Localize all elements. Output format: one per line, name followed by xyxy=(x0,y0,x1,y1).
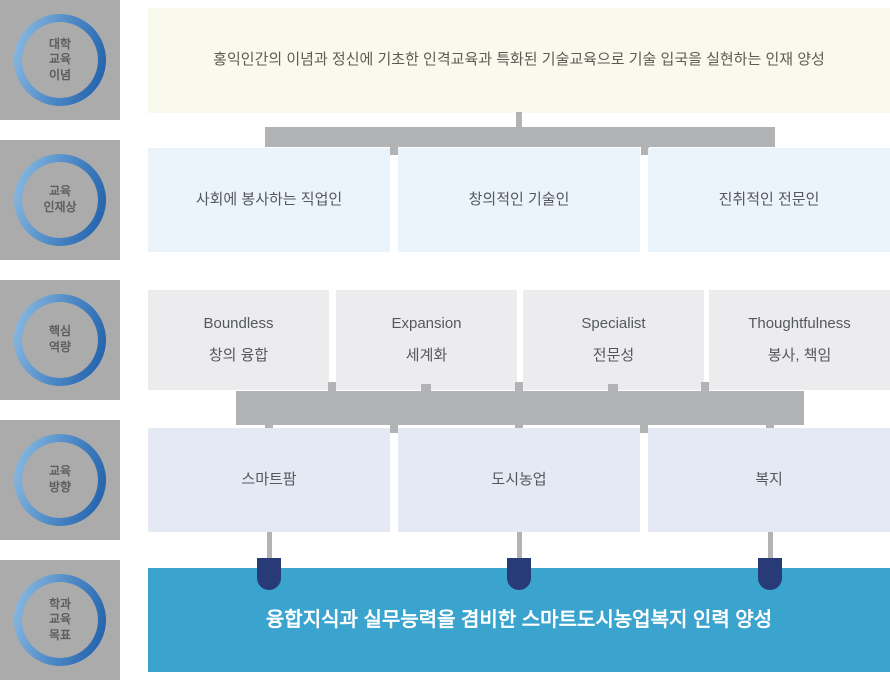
badge-core-competency: 핵심 역량 xyxy=(0,280,120,400)
badge-label: 교육 인재상 xyxy=(43,184,77,214)
connector-stub xyxy=(515,382,523,392)
connector-stub xyxy=(608,384,618,392)
circle-badge: 교육 방향 xyxy=(14,434,106,526)
competency-box-1: Boundless 창의 융합 xyxy=(148,290,329,390)
competency-box-2: Expansion 세계화 xyxy=(336,290,517,390)
badge-label: 핵심 역량 xyxy=(48,324,72,354)
competency-ko: 창의 융합 xyxy=(208,347,269,364)
connector-center-stub xyxy=(516,112,522,128)
talent-box-3: 진취적인 전문인 xyxy=(648,148,890,252)
badge-department-goal: 학과 교육 목표 xyxy=(0,560,120,680)
arrow-line xyxy=(768,532,773,562)
connector-stub xyxy=(641,147,649,155)
circle-badge: 핵심 역량 xyxy=(14,294,106,386)
connector-bar-2 xyxy=(236,391,804,425)
goal-text: 융합지식과 실무능력을 겸비한 스마트도시농업복지 인력 양성 xyxy=(265,609,773,631)
talent-text: 사회에 봉사하는 직업인 xyxy=(195,190,343,208)
specialization-text: 도시농업 xyxy=(491,470,547,488)
connector-bar-1 xyxy=(265,127,775,147)
competency-en: Specialist xyxy=(581,314,646,332)
arrow-down-icon xyxy=(257,558,281,590)
connector-stub xyxy=(328,382,336,392)
badge-talent-model: 교육 인재상 xyxy=(0,140,120,260)
arrow-line xyxy=(267,532,272,562)
talent-box-2: 창의적인 기술인 xyxy=(398,148,640,252)
competency-box-4: Thoughtfulness 봉사, 책임 xyxy=(709,290,890,390)
specialization-text: 스마트팜 xyxy=(241,470,297,488)
competency-ko: 봉사, 책임 xyxy=(767,347,832,364)
competency-box-3: Specialist 전문성 xyxy=(523,290,704,390)
circle-badge: 대학 교육 이념 xyxy=(14,14,106,106)
badge-label: 교육 방향 xyxy=(48,464,72,494)
competency-en: Thoughtfulness xyxy=(748,314,851,332)
specialization-box-2: 도시농업 xyxy=(398,428,640,532)
talent-text: 진취적인 전문인 xyxy=(718,190,820,208)
badge-education-ideology: 대학 교육 이념 xyxy=(0,0,120,120)
arrow-down-icon xyxy=(507,558,531,590)
connector-stub xyxy=(390,147,398,155)
talent-box-1: 사회에 봉사하는 직업인 xyxy=(148,148,390,252)
connector-stub xyxy=(701,382,709,392)
competency-ko: 전문성 xyxy=(592,347,635,364)
philosophy-box: 홍익인간의 이념과 정신에 기초한 인격교육과 특화된 기술교육으로 기술 입국… xyxy=(148,8,890,113)
specialization-box-1: 스마트팜 xyxy=(148,428,390,532)
competency-ko: 세계화 xyxy=(405,347,448,364)
specialization-box-3: 복지 xyxy=(648,428,890,532)
arrow-line xyxy=(517,532,522,562)
philosophy-text: 홍익인간의 이념과 정신에 기초한 인격교육과 특화된 기술교육으로 기술 입국… xyxy=(213,51,825,69)
arrow-down-icon xyxy=(758,558,782,590)
competency-en: Boundless xyxy=(203,314,274,332)
specialization-text: 복지 xyxy=(755,470,783,488)
connector-stub xyxy=(640,425,648,433)
circle-badge: 학과 교육 목표 xyxy=(14,574,106,666)
circle-badge: 교육 인재상 xyxy=(14,154,106,246)
badge-education-direction: 교육 방향 xyxy=(0,420,120,540)
badge-label: 대학 교육 이념 xyxy=(48,36,72,82)
talent-text: 창의적인 기술인 xyxy=(468,190,570,208)
badge-label: 학과 교육 목표 xyxy=(48,596,72,642)
connector-stub xyxy=(421,384,431,392)
connector-stub xyxy=(390,425,398,433)
competency-en: Expansion xyxy=(391,314,462,332)
